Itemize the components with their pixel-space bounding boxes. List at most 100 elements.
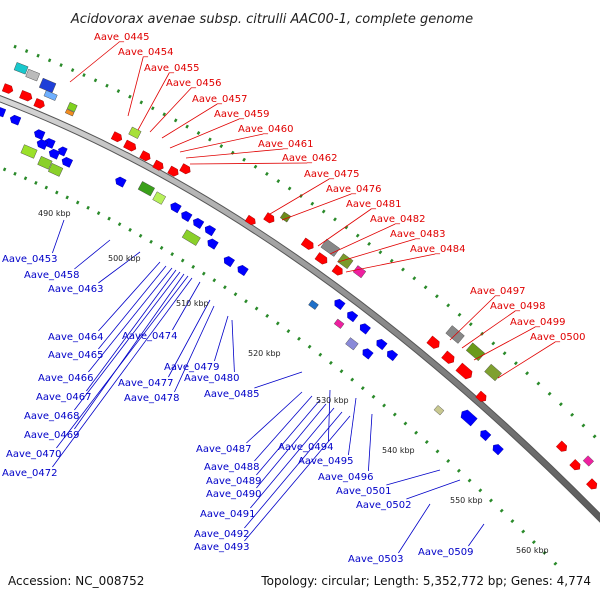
gene-feature[interactable]: [491, 442, 504, 456]
gene-feature[interactable]: [484, 363, 502, 382]
gene-feature[interactable]: [433, 405, 445, 416]
gene-label[interactable]: Aave_0500: [530, 332, 586, 343]
gene-label[interactable]: Aave_0463: [48, 284, 104, 295]
gene-label[interactable]: Aave_0459: [214, 109, 270, 120]
gene-feature[interactable]: [19, 90, 33, 102]
gene-feature[interactable]: [331, 264, 345, 277]
gene-feature[interactable]: [128, 126, 142, 139]
gene-label[interactable]: Aave_0462: [282, 153, 338, 164]
gene-label[interactable]: Aave_0498: [490, 301, 546, 312]
gene-feature[interactable]: [332, 297, 346, 311]
gene-feature[interactable]: [179, 210, 193, 222]
gene-label[interactable]: Aave_0483: [390, 229, 446, 240]
gene-feature[interactable]: [345, 309, 359, 323]
gene-label[interactable]: Aave_0509: [418, 547, 474, 558]
gene-label[interactable]: Aave_0468: [24, 411, 80, 422]
gene-label[interactable]: Aave_0481: [346, 199, 402, 210]
gene-feature[interactable]: [47, 148, 61, 160]
gene-feature[interactable]: [152, 159, 166, 172]
gene-feature[interactable]: [244, 214, 257, 226]
gene-label[interactable]: Aave_0469: [24, 430, 80, 441]
gene-feature[interactable]: [169, 201, 182, 214]
gene-label[interactable]: Aave_0501: [336, 486, 392, 497]
gene-feature[interactable]: [123, 139, 137, 153]
gene-label[interactable]: Aave_0480: [184, 373, 240, 384]
gene-label[interactable]: Aave_0492: [194, 529, 250, 540]
gene-label[interactable]: Aave_0458: [24, 270, 80, 281]
gene-feature[interactable]: [35, 138, 49, 150]
gene-feature[interactable]: [358, 322, 371, 335]
gene-label[interactable]: Aave_0482: [370, 214, 426, 225]
gene-feature[interactable]: [333, 318, 345, 329]
gene-label[interactable]: Aave_0475: [304, 169, 360, 180]
gene-label[interactable]: Aave_0494: [278, 442, 334, 453]
gene-feature[interactable]: [179, 163, 193, 176]
gene-label[interactable]: Aave_0487: [196, 444, 252, 455]
gene-label[interactable]: Aave_0453: [2, 254, 58, 265]
gene-feature[interactable]: [206, 237, 219, 250]
gene-feature[interactable]: [300, 237, 315, 251]
gene-label[interactable]: Aave_0479: [164, 362, 220, 373]
gene-label[interactable]: Aave_0454: [118, 47, 174, 58]
gene-label[interactable]: Aave_0466: [38, 373, 94, 384]
gene-feature[interactable]: [441, 350, 457, 366]
gene-label[interactable]: Aave_0474: [122, 331, 178, 342]
gene-feature[interactable]: [582, 455, 594, 467]
gene-feature[interactable]: [569, 459, 583, 472]
gene-feature[interactable]: [33, 98, 46, 109]
gene-label[interactable]: Aave_0455: [144, 63, 200, 74]
gene-label[interactable]: Aave_0470: [6, 449, 62, 460]
gene-feature[interactable]: [38, 77, 57, 94]
gene-feature[interactable]: [465, 342, 486, 362]
gene-label[interactable]: Aave_0464: [48, 332, 104, 343]
gene-feature[interactable]: [110, 131, 124, 144]
gene-feature[interactable]: [279, 211, 292, 223]
gene-feature[interactable]: [314, 252, 329, 265]
gene-label[interactable]: Aave_0467: [36, 392, 92, 403]
gene-label[interactable]: Aave_0503: [348, 554, 404, 565]
gene-feature[interactable]: [385, 348, 399, 362]
gene-feature[interactable]: [37, 155, 53, 170]
gene-feature[interactable]: [0, 106, 7, 118]
gene-feature[interactable]: [167, 165, 181, 178]
gene-label[interactable]: Aave_0478: [124, 393, 180, 404]
gene-feature[interactable]: [60, 156, 73, 168]
gene-label[interactable]: Aave_0499: [510, 317, 566, 328]
gene-feature[interactable]: [152, 191, 167, 205]
gene-feature[interactable]: [66, 102, 78, 113]
gene-feature[interactable]: [114, 176, 127, 188]
gene-label[interactable]: Aave_0491: [200, 509, 256, 520]
gene-feature[interactable]: [475, 390, 489, 404]
gene-feature[interactable]: [203, 224, 217, 237]
gene-label[interactable]: Aave_0490: [206, 489, 262, 500]
gene-feature[interactable]: [181, 229, 201, 246]
gene-feature[interactable]: [64, 108, 75, 117]
gene-label[interactable]: Aave_0445: [94, 32, 150, 43]
gene-feature[interactable]: [459, 408, 478, 427]
gene-label[interactable]: Aave_0493: [194, 542, 250, 553]
gene-label[interactable]: Aave_0484: [410, 244, 466, 255]
gene-feature[interactable]: [586, 478, 599, 492]
gene-feature[interactable]: [9, 114, 22, 126]
gene-feature[interactable]: [337, 253, 354, 270]
gene-feature[interactable]: [25, 68, 41, 82]
gene-label[interactable]: Aave_0460: [238, 124, 294, 135]
gene-feature[interactable]: [222, 255, 235, 268]
gene-feature[interactable]: [137, 181, 155, 197]
gene-feature[interactable]: [345, 337, 359, 351]
gene-label[interactable]: Aave_0496: [318, 472, 374, 483]
gene-feature[interactable]: [555, 440, 569, 454]
gene-label[interactable]: Aave_0488: [204, 462, 260, 473]
gene-feature[interactable]: [139, 150, 153, 163]
gene-label[interactable]: Aave_0477: [118, 378, 174, 389]
gene-label[interactable]: Aave_0465: [48, 350, 104, 361]
gene-label[interactable]: Aave_0495: [298, 456, 354, 467]
gene-feature[interactable]: [478, 428, 492, 442]
gene-label[interactable]: Aave_0457: [192, 94, 248, 105]
gene-label[interactable]: Aave_0502: [356, 500, 412, 511]
gene-feature[interactable]: [455, 362, 475, 381]
gene-feature[interactable]: [352, 265, 367, 279]
gene-feature[interactable]: [426, 335, 442, 351]
gene-label[interactable]: Aave_0456: [166, 78, 222, 89]
gene-feature[interactable]: [320, 238, 340, 257]
